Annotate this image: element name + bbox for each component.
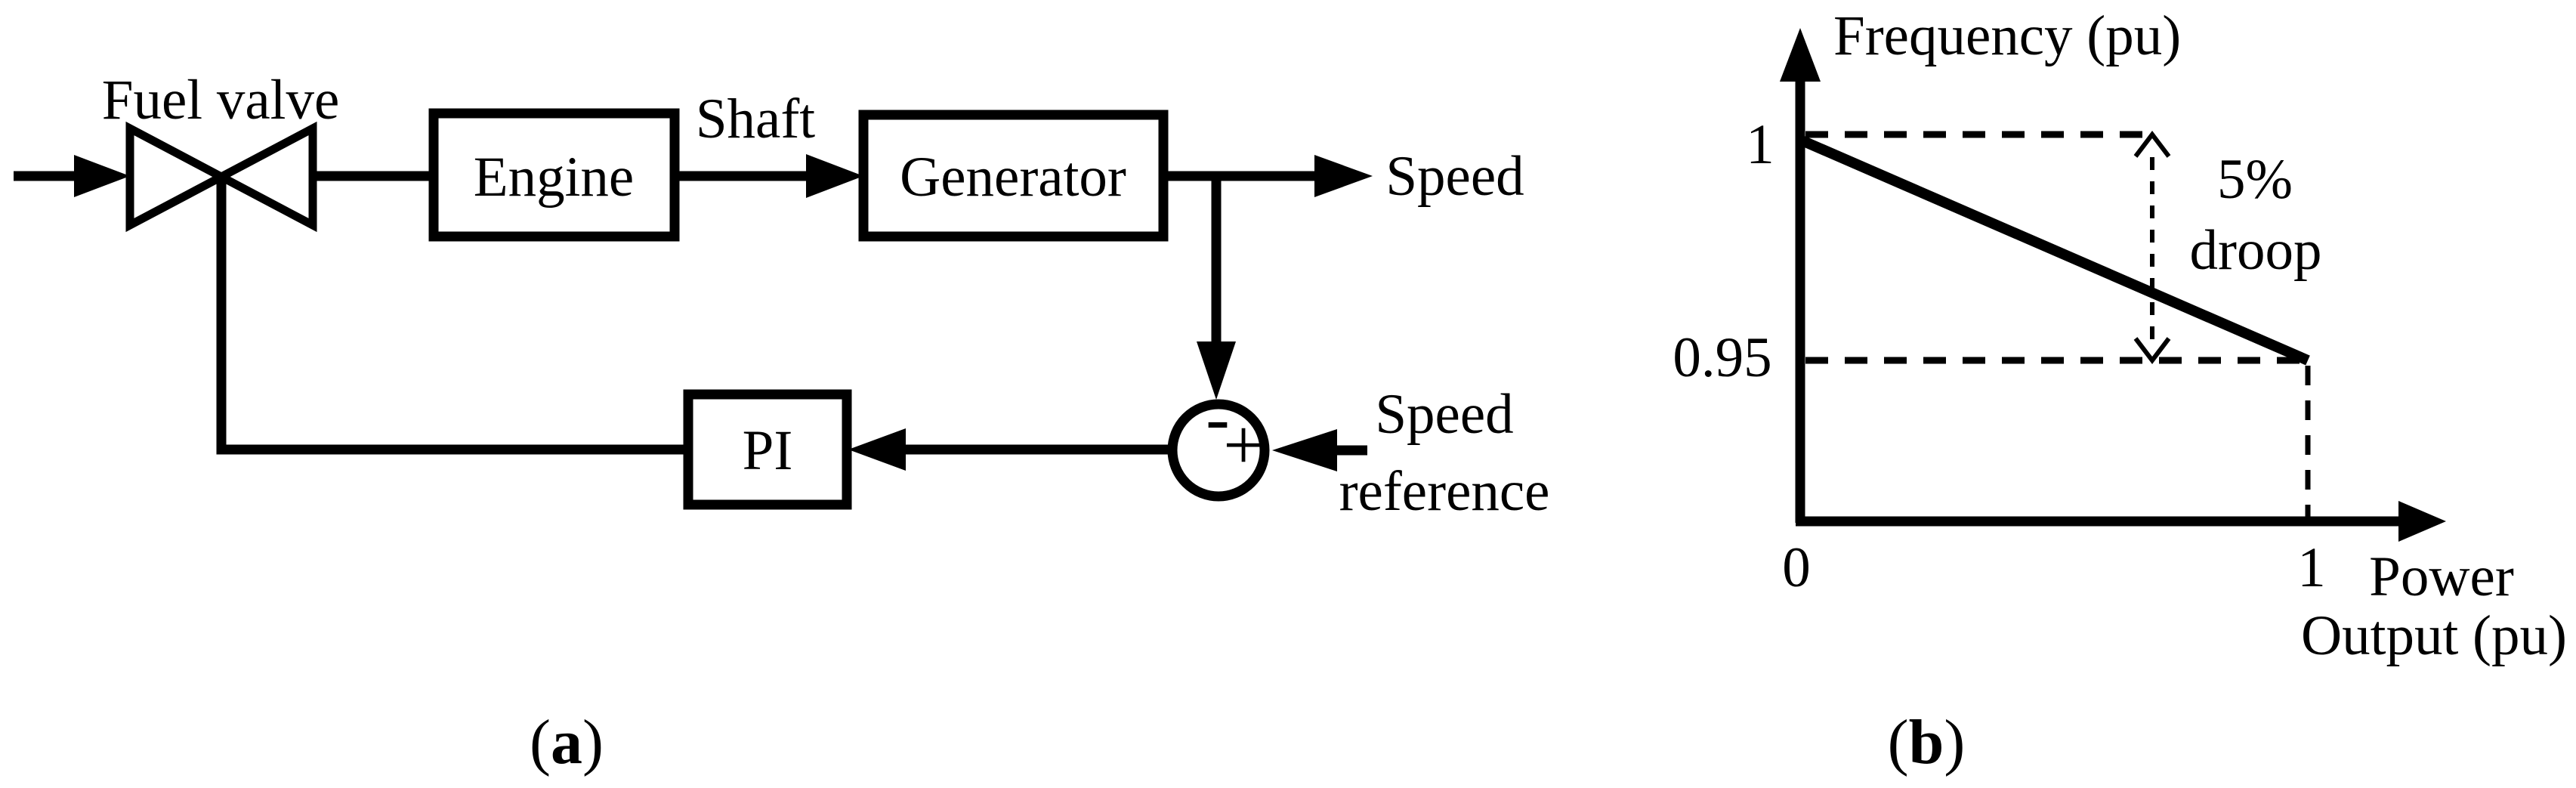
x-tick-1: 1 xyxy=(2297,536,2326,599)
generator-block xyxy=(858,110,1169,242)
caption-b-letter: b xyxy=(1909,707,1944,777)
summing-junction xyxy=(1167,399,1270,502)
engine-block xyxy=(428,108,680,242)
panel-b: 5% droop Frequency (pu) Power Output (pu… xyxy=(1673,5,2567,777)
shaft-label: Shaft xyxy=(696,88,815,150)
feedback-line xyxy=(216,181,688,455)
y-tick-095: 0.95 xyxy=(1673,326,1771,389)
fuel-valve-icon xyxy=(125,121,317,233)
droop-annotation-line2: droop xyxy=(2190,219,2322,282)
caption-a-open: ( xyxy=(530,707,551,777)
feedback-tap-arrowhead xyxy=(1197,341,1236,400)
speed-arrowhead xyxy=(1314,155,1373,197)
caption-b: (b) xyxy=(1888,707,1966,777)
shaft-arrowhead xyxy=(806,154,863,198)
fuel-valve-left-triangle xyxy=(125,121,230,233)
fuel-input-arrowhead xyxy=(74,155,130,197)
panel-a: Fuel valve Engine Shaft Generator Speed … xyxy=(14,69,1549,777)
pi-label: PI xyxy=(743,419,793,482)
x-tick-0: 0 xyxy=(1782,536,1811,599)
droop-span-arrowhead-up xyxy=(2133,131,2171,158)
speed-label: Speed xyxy=(1385,145,1524,208)
caption-a-close: ) xyxy=(582,707,604,777)
y-tick-1: 1 xyxy=(1746,113,1774,176)
x-axis-arrowhead xyxy=(2398,501,2446,542)
summing-minus-sign: - xyxy=(1206,378,1230,458)
pi-controller-block xyxy=(683,389,852,510)
fuel-valve-right-triangle xyxy=(212,121,317,233)
speed-reference-label-line1: Speed xyxy=(1375,383,1513,446)
fuel-valve-label: Fuel valve xyxy=(102,69,340,131)
caption-b-close: ) xyxy=(1944,707,1965,777)
summing-plus-sign: + xyxy=(1223,405,1264,485)
x-axis-label-line1: Power xyxy=(2369,545,2514,608)
engine-label: Engine xyxy=(474,146,634,209)
caption-a: (a) xyxy=(530,707,604,777)
error-arrowhead xyxy=(848,428,906,471)
y-axis-arrowhead xyxy=(1780,28,1821,82)
y-axis-label: Frequency (pu) xyxy=(1833,5,2181,67)
droop-annotation-line1: 5% xyxy=(2217,148,2293,211)
caption-b-open: ( xyxy=(1888,707,1909,777)
x-axis-label-line2: Output (pu) xyxy=(2301,604,2567,667)
speed-reference-arrowhead xyxy=(1272,429,1337,471)
caption-a-letter: a xyxy=(551,707,582,777)
speed-reference-label-line2: reference xyxy=(1339,460,1550,523)
generator-label: Generator xyxy=(900,146,1126,209)
droop-line xyxy=(1798,134,2310,366)
droop-span-arrowhead-down xyxy=(2133,337,2171,364)
